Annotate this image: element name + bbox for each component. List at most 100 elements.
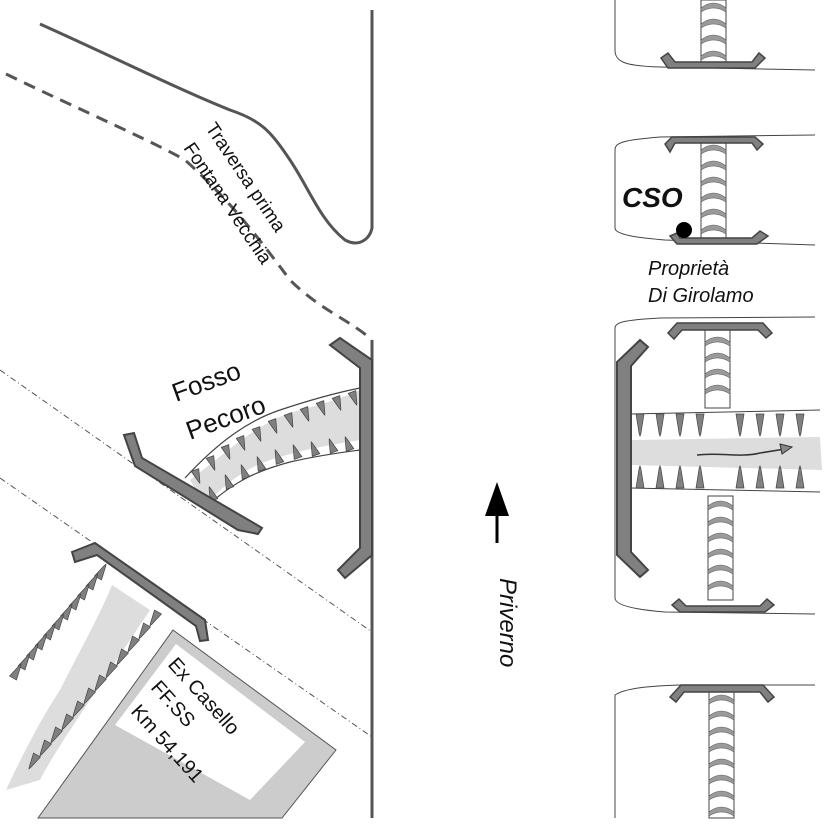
channel-hachures — [635, 413, 805, 489]
hachure-tooth — [735, 465, 745, 489]
hachure-tooth — [292, 443, 303, 460]
hachure-tooth — [274, 448, 285, 465]
transverse-channel — [632, 437, 822, 470]
headwall-1 — [659, 51, 767, 69]
hachure-tooth — [795, 465, 805, 489]
hachure-tooth — [775, 413, 785, 437]
hachure-tooth — [224, 473, 235, 490]
parcel-outline-3 — [614, 316, 816, 615]
railway-line-upper — [0, 369, 373, 633]
hachure-tooth — [127, 635, 141, 653]
proprieta-label-line2: Di Girolamo — [648, 285, 754, 307]
culvert-2 — [700, 139, 727, 239]
culvert-arc — [700, 224, 727, 235]
hachure-tooth — [735, 413, 745, 437]
culvert-arc — [704, 352, 731, 363]
culvert-arc — [708, 710, 735, 721]
culvert-arc — [700, 34, 727, 45]
hachure-tooth — [675, 413, 685, 437]
hachure-tooth — [235, 435, 246, 452]
hachure-tooth — [328, 437, 339, 454]
culvert-arc — [708, 806, 735, 817]
fosso-pecoro-channel — [190, 390, 360, 505]
hachure-tooth — [655, 413, 665, 437]
culvert-4 — [708, 687, 735, 819]
hachure-tooth — [50, 726, 64, 744]
culvert-arc — [707, 500, 734, 511]
parcel-outline-2 — [614, 134, 816, 246]
fosso-hachures — [190, 390, 358, 502]
cso-point-marker — [676, 222, 692, 238]
culvert-arc — [704, 368, 731, 379]
priverno-direction-label: Priverno — [494, 578, 521, 667]
culvert-hachures — [708, 694, 735, 817]
culvert-arc — [704, 384, 731, 395]
hachure-tooth — [695, 413, 705, 437]
hachure-tooth — [94, 674, 108, 692]
headwall-3-top — [666, 322, 774, 341]
culvert-arc — [708, 774, 735, 785]
headwall-3-bottom — [670, 597, 776, 613]
hachure-tooth — [344, 435, 355, 452]
fosso-upper-bank — [184, 387, 361, 479]
main-wall-right — [328, 336, 373, 580]
culvert-arc — [708, 726, 735, 737]
hachure-tooth — [755, 413, 765, 437]
culvert-arc — [704, 336, 731, 347]
hachure-tooth — [251, 426, 262, 443]
hachure-tooth — [755, 465, 765, 489]
hachure-tooth — [299, 406, 310, 423]
channel-lower-bank — [631, 487, 821, 493]
hachure-tooth — [39, 739, 53, 757]
culvert-arc — [700, 176, 727, 187]
hachure-tooth — [149, 609, 163, 627]
hachure-tooth — [331, 395, 342, 412]
proprieta-label-line1: Proprietà — [648, 258, 729, 280]
hachure-tooth — [105, 661, 119, 679]
flow-direction-arrow-icon — [696, 443, 794, 456]
culvert-arc — [700, 2, 727, 13]
hachure-tooth — [655, 465, 665, 489]
lower-wall — [70, 541, 210, 643]
hachure-tooth — [795, 413, 805, 437]
hachure-tooth — [190, 468, 201, 485]
culvert-arc — [700, 160, 727, 171]
hachure-tooth — [267, 418, 278, 435]
headwall-3-left — [616, 338, 650, 579]
lower-channel-hachures — [8, 563, 163, 770]
culvert-arc — [700, 50, 727, 61]
hachure-tooth — [61, 713, 75, 731]
culvert-hachures — [700, 144, 727, 235]
hachure-tooth — [116, 648, 130, 666]
culvert-arc — [708, 790, 735, 801]
ex-casello-label-area — [115, 644, 305, 800]
hachure-tooth — [695, 465, 705, 489]
hachure-tooth — [347, 390, 358, 407]
hachure-tooth — [8, 663, 22, 681]
hachure-tooth — [240, 463, 251, 480]
traversa-dashed-road — [5, 72, 374, 342]
culvert-hachures — [704, 336, 731, 395]
north-arrow-icon — [485, 482, 509, 543]
hachure-tooth — [256, 455, 267, 472]
hachure-tooth — [83, 687, 97, 705]
fosso-wall-left — [122, 431, 264, 536]
hachure-tooth — [220, 444, 231, 461]
headwall-4 — [668, 684, 776, 704]
culvert-arc — [707, 580, 734, 591]
culvert-arc — [707, 548, 734, 559]
hachure-tooth — [72, 700, 86, 718]
hachure-tooth — [675, 465, 685, 489]
hachure-tooth — [775, 465, 785, 489]
culvert-arc — [700, 18, 727, 29]
culvert-arc — [700, 144, 727, 155]
lower-channel — [6, 585, 150, 790]
culvert-arc — [708, 758, 735, 769]
hachure-tooth — [310, 440, 321, 457]
culvert-arc — [700, 192, 727, 203]
culvert-hachures — [700, 2, 727, 61]
hachure-tooth — [315, 400, 326, 417]
cso-label: CSO — [622, 182, 683, 213]
channel-upper-bank — [631, 409, 821, 415]
